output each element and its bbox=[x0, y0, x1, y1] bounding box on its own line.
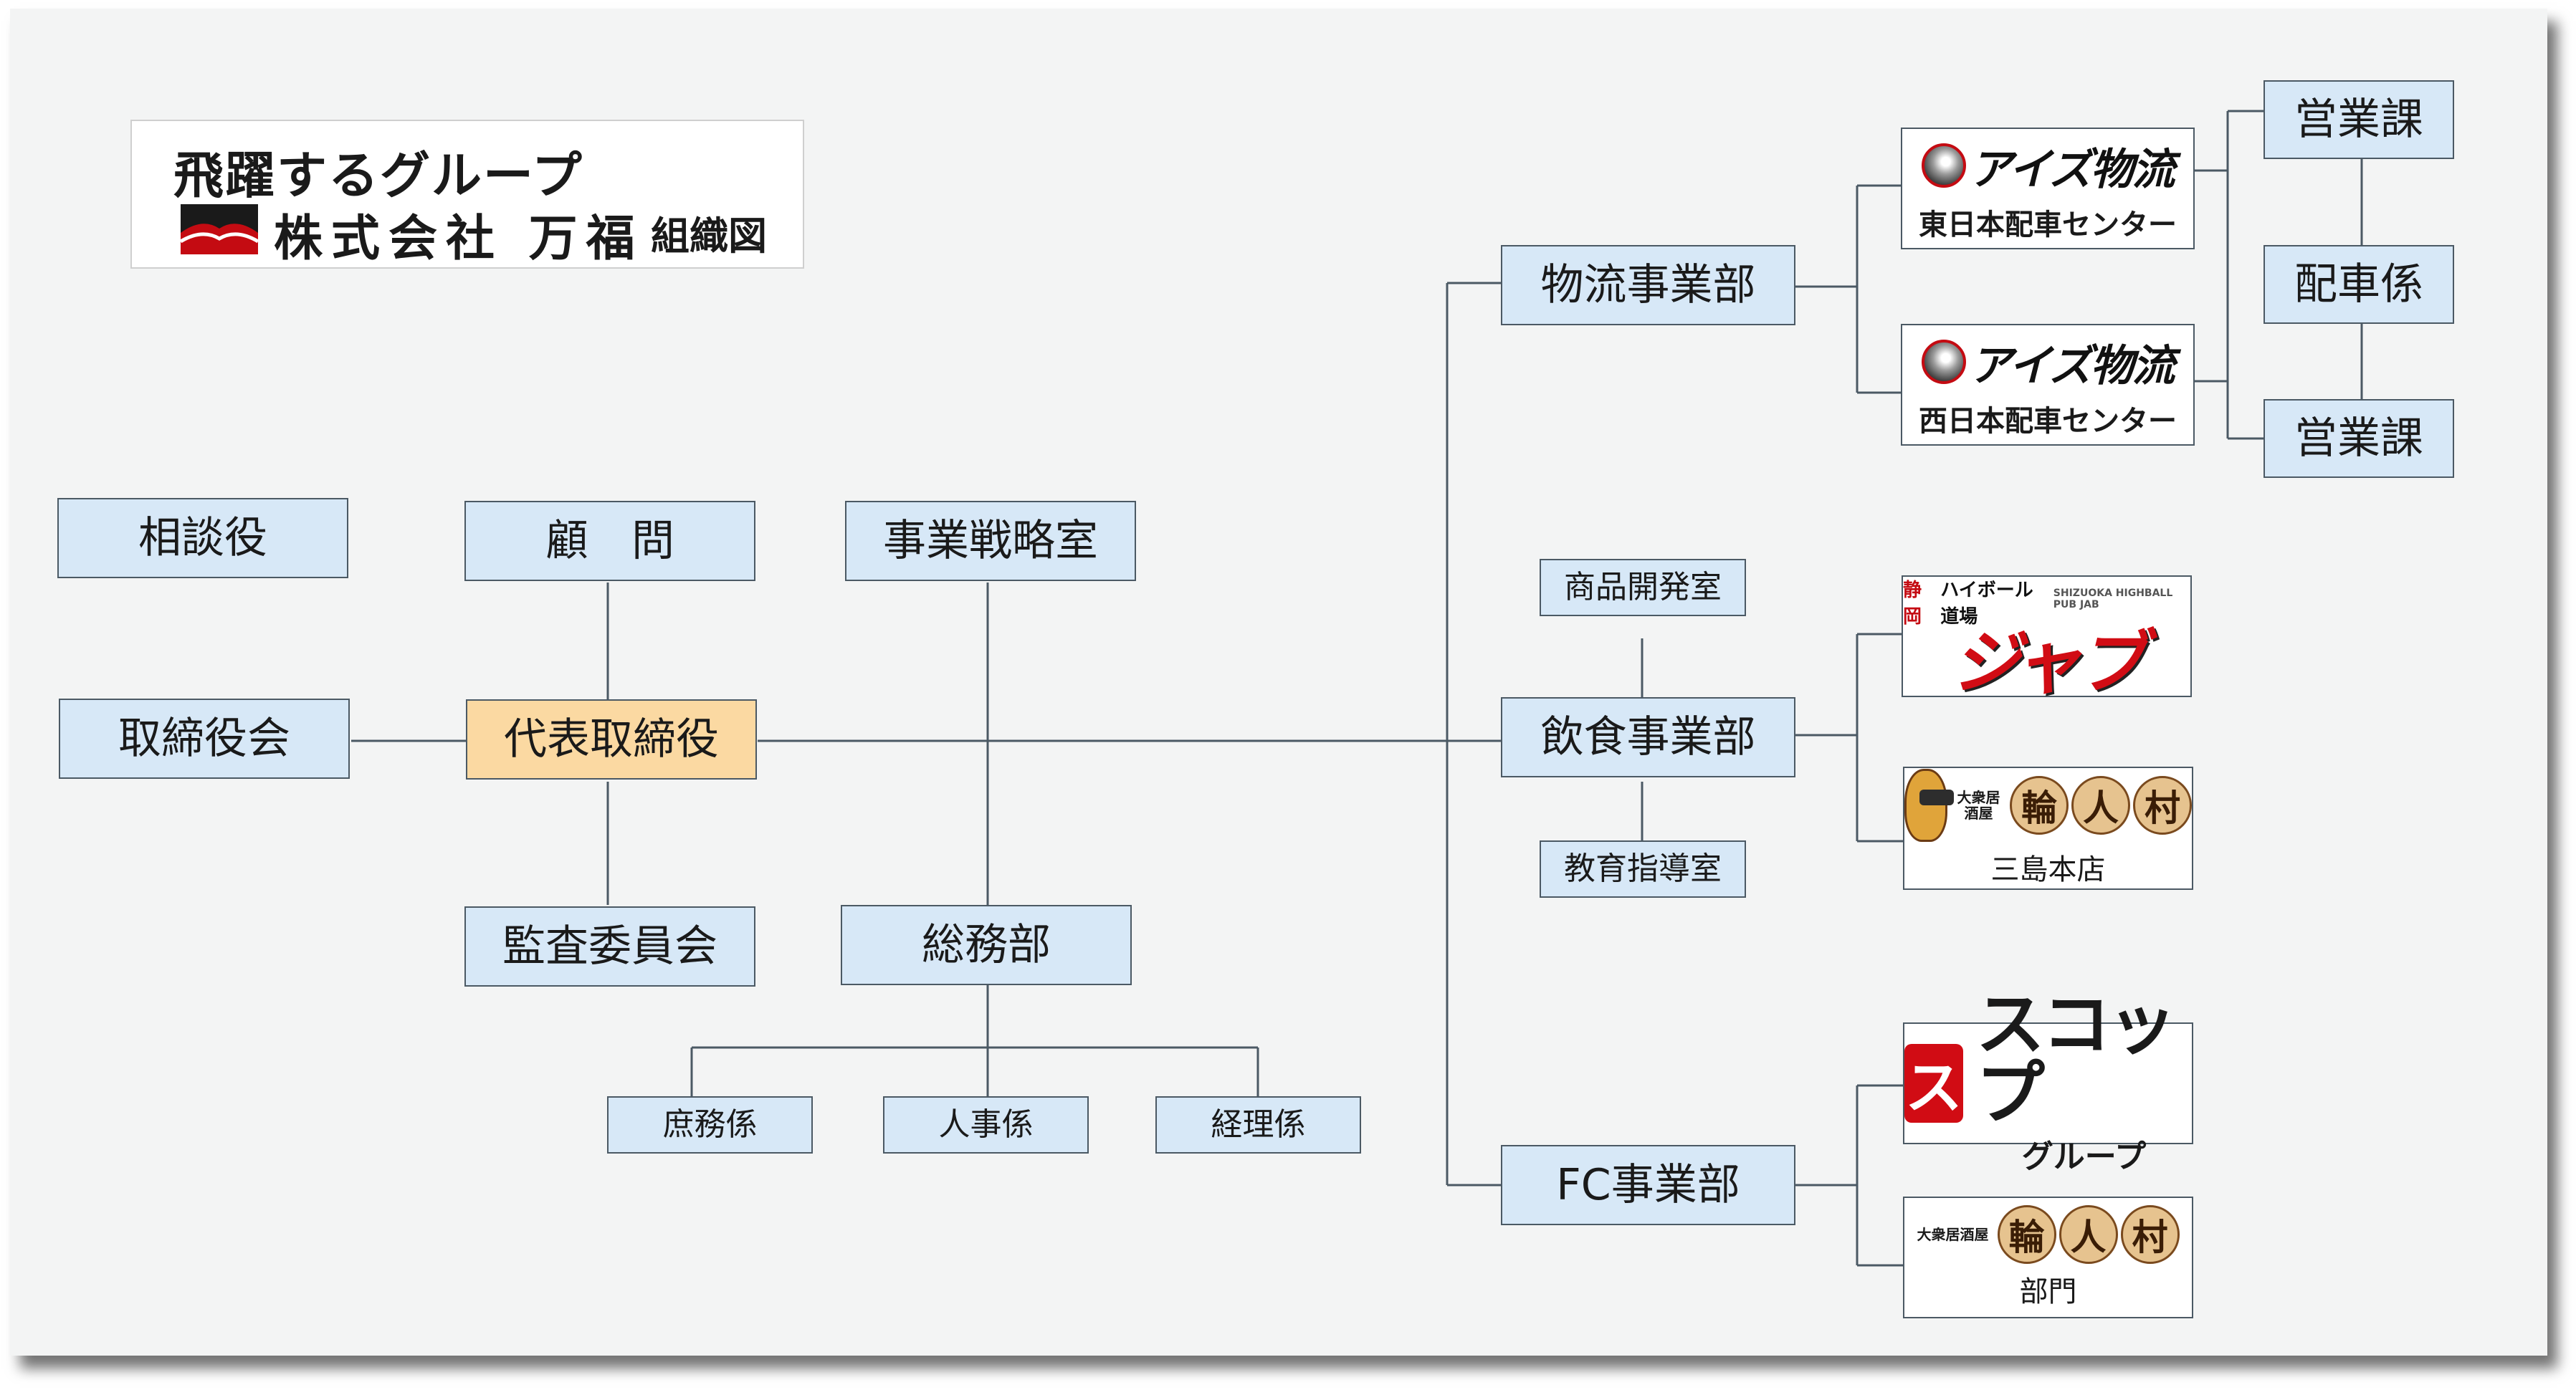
mascot-icon bbox=[1904, 769, 1955, 842]
dispatch-section-box: 配車係 bbox=[2263, 245, 2454, 324]
scop-logo-text: スコップ bbox=[1975, 984, 2177, 1133]
izakaya-label: 大衆居酒屋 bbox=[1917, 1226, 1989, 1243]
board-of-directors-box: 取締役会 bbox=[59, 699, 350, 779]
ais-logo-text: アイズ物流 bbox=[1969, 340, 2175, 391]
food-division-box: 飲食事業部 bbox=[1501, 697, 1795, 777]
general-affairs-box: 総務部 bbox=[841, 905, 1132, 985]
group-slogan: 飛躍するグループ bbox=[173, 146, 583, 205]
scop-group-label: グループ bbox=[2021, 1139, 2147, 1175]
chart-title-panel: 飛躍するグループ 株式会社 万福 組織図 bbox=[130, 120, 804, 269]
izakaya-label: 大衆居酒屋 bbox=[1957, 789, 2000, 822]
section-jinji-box: 人事係 bbox=[883, 1096, 1089, 1154]
ais-logo-text: アイズ物流 bbox=[1969, 144, 2175, 195]
section-shomu-box: 庶務係 bbox=[607, 1096, 813, 1154]
jin-char: 人 bbox=[2059, 1205, 2118, 1264]
jab-logo-text: ジャブ bbox=[1951, 623, 2146, 703]
education-room-box: 教育指導室 bbox=[1540, 840, 1746, 898]
east-center-label: 東日本配車センター bbox=[1919, 208, 2177, 241]
advisor-sodan-box: 相談役 bbox=[57, 498, 348, 578]
president-box: 代表取締役 bbox=[466, 699, 757, 780]
scop-group-logo: ス スコップ グループ bbox=[1903, 990, 2193, 1175]
manpuku-logo-icon bbox=[181, 204, 258, 254]
audit-committee-box: 監査委員会 bbox=[464, 906, 755, 987]
ais-logistics-west-logo: アイズ物流 西日本配車センター bbox=[1901, 324, 2195, 446]
connector-ga-sections bbox=[690, 985, 1259, 1096]
scop-icon: ス bbox=[1904, 1044, 1963, 1123]
wajinmura-mishima-logo: 大衆居酒屋 輪 人 村 三島本店 bbox=[1903, 767, 2193, 890]
mura-char: 村 bbox=[2120, 1205, 2180, 1264]
wajinmura-dept-logo: 大衆居酒屋 輪 人 村 部門 bbox=[1903, 1197, 2193, 1318]
advisor-komon-box: 顧 問 bbox=[464, 501, 755, 581]
jab-subtitle: ハイボール道場 bbox=[1940, 580, 2033, 628]
globe-icon bbox=[1922, 143, 1967, 188]
section-keiri-box: 経理係 bbox=[1155, 1096, 1361, 1154]
strategy-office-box: 事業戦略室 bbox=[845, 501, 1136, 581]
mura-char: 村 bbox=[2133, 776, 2192, 835]
jab-english: SHIZUOKA HIGHBALL PUB JAB bbox=[2053, 588, 2173, 610]
jin-char: 人 bbox=[2071, 776, 2130, 835]
connector-east-sections bbox=[2193, 110, 2263, 440]
connector-food-stores bbox=[1795, 633, 1905, 843]
connector-fc-stores bbox=[1795, 1084, 1905, 1267]
mishima-honten-label: 三島本店 bbox=[1990, 853, 2106, 886]
sales-section-box: 営業課 bbox=[2263, 80, 2454, 159]
logistics-division-box: 物流事業部 bbox=[1501, 245, 1795, 325]
jab-highball-logo: 静岡 ハイボール道場 SHIZUOKA HIGHBALL PUB JAB ジャブ bbox=[1902, 575, 2192, 697]
ais-logistics-east-logo: アイズ物流 東日本配車センター bbox=[1901, 128, 2195, 249]
west-center-label: 西日本配車センター bbox=[1919, 404, 2177, 438]
globe-icon bbox=[1922, 340, 1967, 384]
sales-section-box-2: 営業課 bbox=[2263, 399, 2454, 478]
wa-char: 輪 bbox=[1997, 1205, 2056, 1264]
wajinmura-wordmark: 輪 人 村 bbox=[1997, 1205, 2180, 1264]
org-chart-label: 組織図 bbox=[651, 214, 767, 259]
jab-region: 静岡 bbox=[1903, 580, 1922, 628]
company-name: 株式会社 万福 bbox=[274, 211, 644, 267]
wa-char: 輪 bbox=[2010, 776, 2069, 835]
connector-division-trunk bbox=[1446, 282, 1501, 1187]
fc-division-box: FC事業部 bbox=[1501, 1145, 1795, 1225]
wajinmura-wordmark: 輪 人 村 bbox=[2010, 776, 2192, 835]
product-dev-box: 商品開発室 bbox=[1540, 559, 1746, 616]
connector-logistics-centers bbox=[1795, 184, 1903, 394]
department-label: 部門 bbox=[2019, 1275, 2077, 1308]
